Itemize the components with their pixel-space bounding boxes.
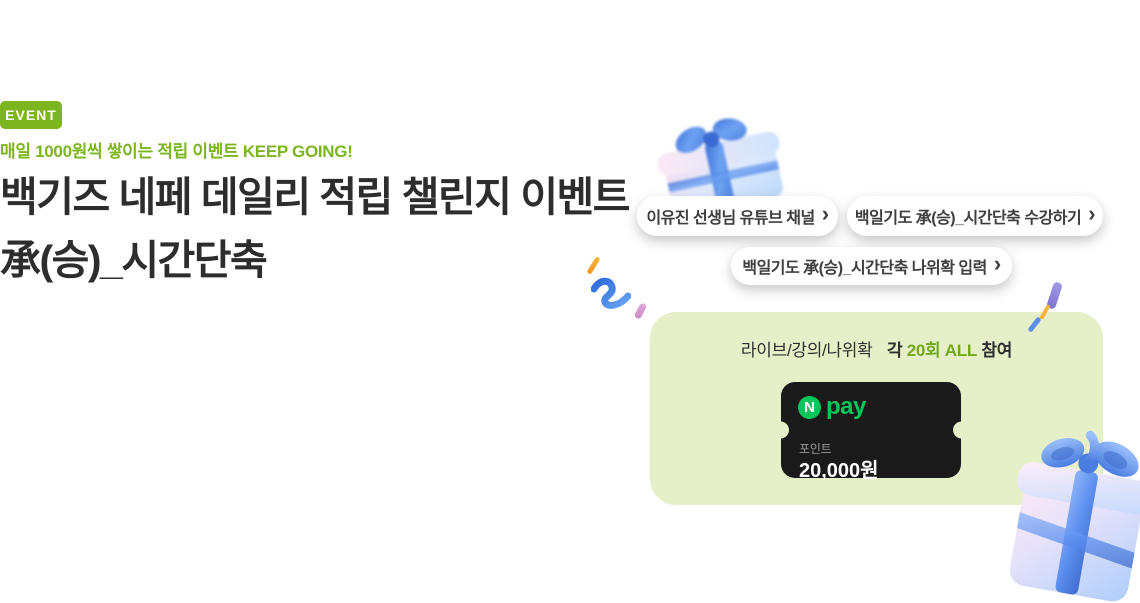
- heading-each: 각: [886, 341, 903, 360]
- event-badge: EVENT: [0, 101, 62, 129]
- naver-n-icon: N: [798, 395, 821, 419]
- heading-categories: 라이브/강의/나위확: [740, 341, 873, 360]
- gift-box-bottom-icon: [1009, 430, 1140, 602]
- npay-point-coupon: N pay 포인트 20,000원: [781, 382, 961, 482]
- link-youtube-channel-label: 이유진 선생님 유튜브 채널: [646, 210, 815, 227]
- event-badge-label: EVENT: [5, 107, 57, 123]
- link-enter-nawihwak[interactable]: 백일기도 承(승)_시간단축 나위확 입력 ›: [731, 247, 1012, 285]
- link-take-course[interactable]: 백일기도 承(승)_시간단축 수강하기 ›: [847, 196, 1103, 236]
- link-enter-nawihwak-label: 백일기도 承(승)_시간단축 나위확 입력: [742, 260, 987, 277]
- event-title: 백기즈 네페 데일리 적립 챌린지 이벤트 承(승)_시간단축: [0, 166, 630, 292]
- confetti-pink-icon: [633, 302, 648, 320]
- heading-count: 20회 ALL: [906, 341, 978, 360]
- chevron-right-icon: ›: [993, 251, 1001, 276]
- heading-participate: 참여: [981, 341, 1013, 360]
- link-youtube-channel[interactable]: 이유진 선생님 유튜브 채널 ›: [637, 196, 838, 236]
- chevron-right-icon: ›: [821, 201, 829, 226]
- coupon-amount: 20,000원: [799, 460, 879, 482]
- event-subtitle: 매일 1000원씩 쌓이는 적립 이벤트 KEEP GOING!: [0, 142, 353, 161]
- coupon-benefit-label: 포인트: [799, 442, 832, 456]
- chevron-right-icon: ›: [1088, 201, 1096, 226]
- event-title-line1: 백기즈 네페 데일리 적립 챌린지 이벤트: [0, 174, 630, 220]
- confetti-blue-ribbon-icon: [591, 277, 631, 309]
- link-take-course-label: 백일기도 承(승)_시간단축 수강하기: [854, 210, 1082, 227]
- event-title-line2: 承(승)_시간단축: [0, 237, 268, 283]
- npay-logo: N pay: [798, 395, 866, 419]
- npay-brand-label: pay: [826, 393, 866, 420]
- reward-card-heading: 라이브/강의/나위확 각 20회 ALL 참여: [650, 336, 1103, 361]
